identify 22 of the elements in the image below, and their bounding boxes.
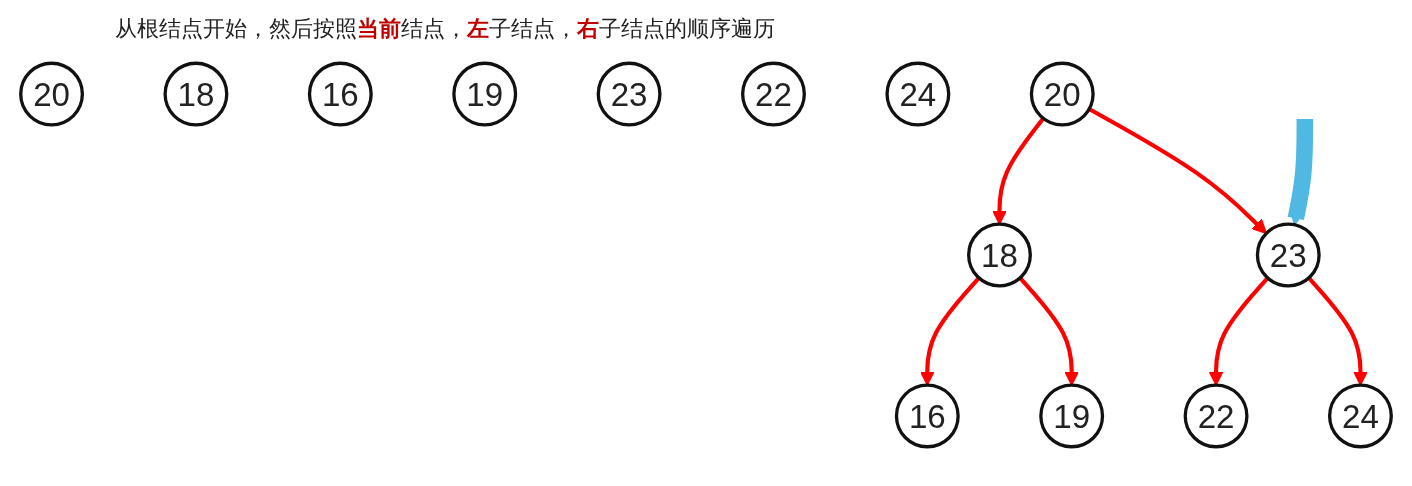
node-circle: 19 [1039, 383, 1105, 449]
node-circle: 18 [967, 222, 1032, 288]
title: 从根结点开始，然后按照当前结点，左子结点，右子结点的顺序遍历 [114, 15, 776, 43]
node-circle: 16 [894, 383, 960, 449]
arrow [992, 117, 1045, 225]
node-circle: 20 [1029, 61, 1095, 127]
node-circle: 22 [741, 61, 806, 127]
arrow [1307, 276, 1368, 386]
node-circle: 23 [1255, 222, 1321, 288]
node-circle: 18 [163, 61, 229, 127]
arrow [1018, 276, 1079, 386]
node-circle: 16 [307, 61, 373, 127]
node-circle: 24 [1328, 383, 1393, 449]
arrow [1287, 118, 1314, 226]
node-circle: 23 [596, 61, 662, 127]
node-circle: 19 [452, 61, 518, 127]
arrow [1208, 276, 1270, 386]
node-circle: 24 [885, 61, 951, 127]
arrow [920, 276, 981, 386]
node-circle: 22 [1183, 383, 1249, 449]
node-circle: 20 [19, 61, 84, 127]
arrow [1088, 107, 1267, 234]
